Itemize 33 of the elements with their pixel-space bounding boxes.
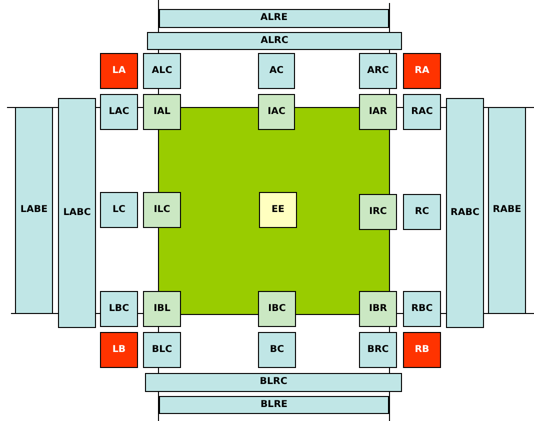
- zone-box: BLC: [143, 332, 181, 368]
- zone-box: ILC: [143, 192, 181, 228]
- zone-box: BRC: [359, 332, 397, 368]
- zone-box: BC: [258, 332, 296, 368]
- zone-box: LB: [100, 332, 138, 368]
- zone-box: AC: [258, 53, 295, 89]
- strip-box: LABE: [15, 107, 53, 314]
- strip-box: RABC: [446, 98, 484, 328]
- zone-box: LBC: [100, 291, 138, 327]
- zone-box: IAR: [359, 94, 397, 130]
- zone-box: IAC: [258, 94, 295, 130]
- zone-box: IBC: [258, 291, 296, 327]
- zone-box: RB: [403, 332, 441, 368]
- strip-box: LABC: [58, 98, 96, 328]
- strip-box: RABE: [488, 107, 526, 314]
- zone-box: IAL: [143, 94, 181, 130]
- strip-box: ALRE: [159, 9, 389, 28]
- strip-box: ALRC: [147, 32, 402, 50]
- zone-box: RAC: [403, 94, 441, 130]
- strip-box: BLRC: [145, 373, 402, 392]
- zone-box: LC: [100, 192, 138, 228]
- zone-box: ARC: [359, 53, 397, 89]
- zone-box: IRC: [359, 194, 397, 230]
- zone-box: IBL: [143, 291, 181, 327]
- zone-box: EE: [259, 192, 297, 228]
- zone-box: ALC: [143, 53, 181, 89]
- zone-box: RBC: [403, 291, 441, 327]
- zone-box: IBR: [359, 291, 397, 327]
- zone-box: RC: [403, 194, 441, 230]
- zone-box: RA: [403, 53, 441, 89]
- strip-box: BLRE: [159, 396, 389, 414]
- zone-box: LAC: [100, 94, 138, 130]
- zone-box: LA: [100, 53, 138, 89]
